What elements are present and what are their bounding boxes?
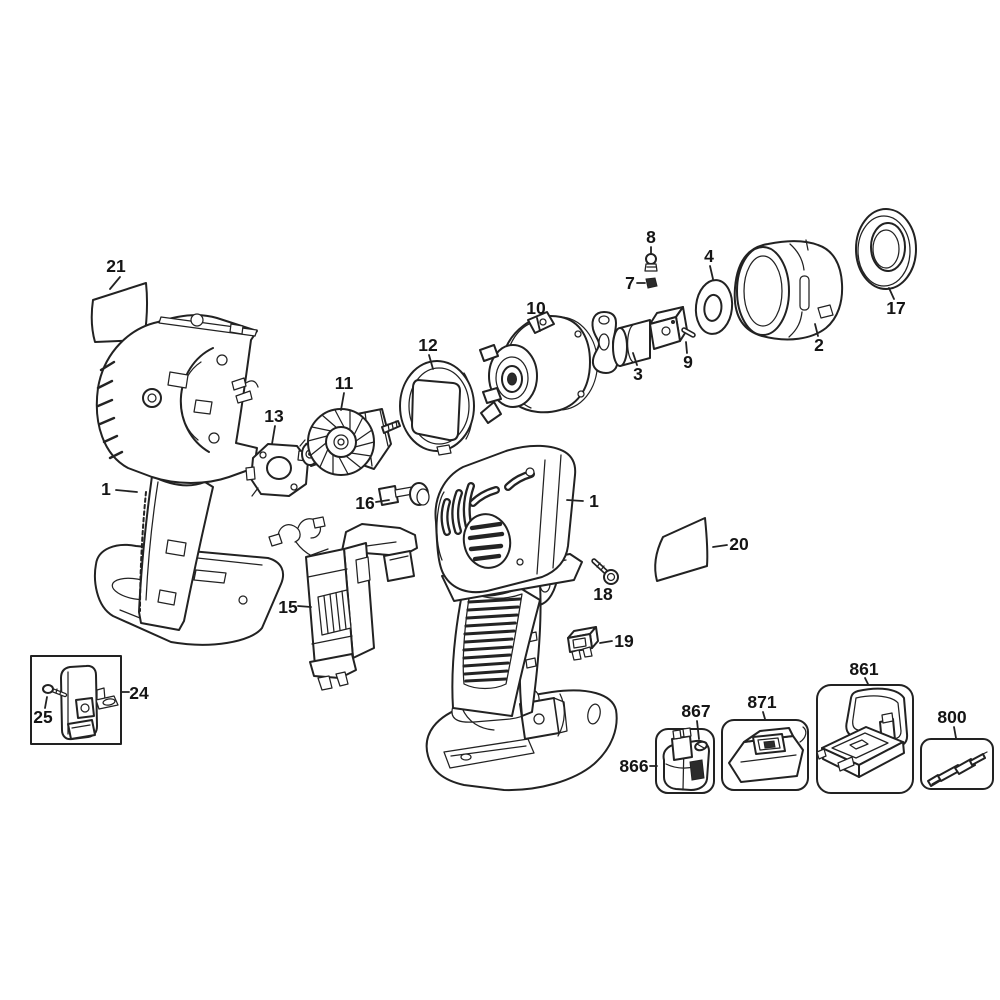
armature-11-drawing: [301, 408, 401, 476]
belt-hook-kit-24-drawing: [30, 655, 122, 745]
callout-1-left: 1: [101, 479, 138, 499]
brush-spring-bits-drawing: [231, 377, 259, 404]
callout-label: 9: [683, 352, 693, 372]
callout-867: 867: [681, 701, 711, 740]
switch-assembly-15-drawing: [268, 516, 418, 691]
callout-16: 16: [355, 493, 390, 513]
callouts: 21 1 13 11 12 10 8 7: [33, 227, 967, 776]
callout-13: 13: [264, 406, 284, 445]
callout-label: 20: [729, 534, 749, 554]
callout-18: 18: [593, 584, 613, 604]
callout-label: 867: [681, 701, 710, 721]
housing-left-half-drawing: [94, 313, 285, 646]
hammer-case-10-drawing: [479, 311, 599, 424]
callout-label: 1: [589, 491, 599, 511]
callout-17: 17: [886, 287, 906, 318]
callout-8: 8: [646, 227, 656, 255]
callout-label: 2: [814, 335, 824, 355]
callout-3: 3: [632, 352, 643, 384]
callout-7: 7: [625, 273, 646, 293]
callout-1-right: 1: [566, 491, 599, 511]
callout-label: 866: [619, 756, 648, 776]
callout-label: 12: [418, 335, 438, 355]
forward-reverse-button-16-drawing: [378, 482, 430, 506]
callout-label: 7: [625, 273, 635, 293]
kit-box-861-drawing: [816, 684, 914, 794]
washer-4-drawing: [694, 279, 734, 335]
callout-label: 16: [355, 493, 375, 513]
callout-861: 861: [849, 659, 879, 685]
battery-cap-867-drawing: [694, 740, 708, 752]
callout-24: 24: [121, 683, 149, 703]
callout-20: 20: [712, 534, 749, 554]
detent-nut-7-drawing: [645, 277, 658, 289]
callout-10: 10: [526, 298, 546, 332]
callout-label: 871: [747, 692, 776, 712]
ball-screw-8-drawing: [644, 253, 658, 272]
callout-label: 10: [526, 298, 546, 318]
callout-21: 21: [106, 256, 126, 290]
callout-label: 17: [886, 298, 905, 318]
callout-label: 8: [646, 227, 656, 247]
callout-label: 13: [264, 406, 284, 426]
callout-19: 19: [599, 631, 634, 651]
callout-label: 19: [614, 631, 634, 651]
callout-12: 12: [418, 335, 438, 370]
callout-866: 866: [619, 756, 658, 776]
callout-label: 3: [633, 364, 643, 384]
retaining-pin-9-drawing: [681, 327, 696, 338]
battery-charger-871-drawing: [721, 719, 809, 791]
callout-label: 1: [101, 479, 111, 499]
callout-label: 21: [106, 256, 126, 276]
callout-label: 24: [129, 683, 149, 703]
callout-4: 4: [704, 246, 714, 280]
callout-label: 800: [937, 707, 966, 727]
screw-18-drawing: [591, 558, 619, 585]
callout-label: 861: [849, 659, 878, 679]
callout-9: 9: [683, 341, 693, 372]
bit-accessory-800-drawing: [920, 738, 994, 790]
clip-19-drawing: [567, 626, 599, 661]
brush-holder-13-drawing: [245, 439, 309, 497]
bumper-ring-17-drawing: [855, 208, 917, 290]
callout-2: 2: [814, 323, 824, 355]
anvil-3-drawing: [591, 306, 688, 374]
callout-871: 871: [747, 692, 777, 720]
callout-15: 15: [278, 597, 312, 617]
side-label-sticker-20-drawing: [654, 517, 709, 582]
callout-label: 4: [704, 246, 714, 266]
front-nose-cap-2-drawing: [733, 239, 844, 341]
belt-hook-screw-25-drawing: [42, 684, 68, 698]
callout-11: 11: [335, 373, 354, 411]
callout-label: 25: [33, 707, 53, 727]
housing-right-half-drawing: [425, 444, 618, 792]
callout-800: 800: [937, 707, 967, 739]
callout-25: 25: [33, 696, 53, 727]
callout-label: 15: [278, 597, 298, 617]
callout-label: 18: [593, 584, 613, 604]
field-ring-12-drawing: [399, 360, 475, 456]
battery-pack-866-drawing: [655, 727, 715, 794]
callout-label: 11: [335, 373, 354, 393]
